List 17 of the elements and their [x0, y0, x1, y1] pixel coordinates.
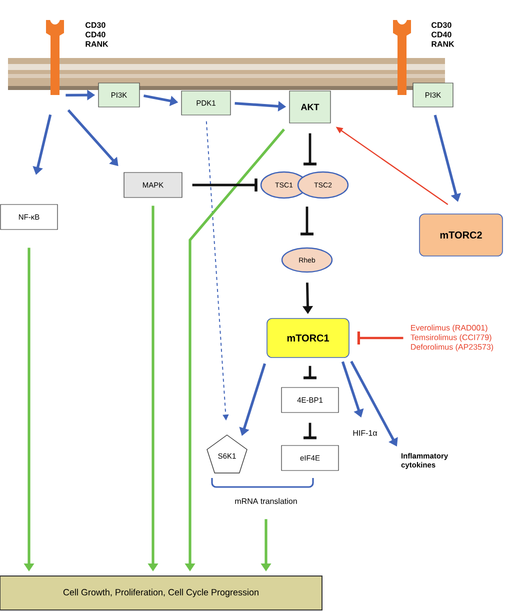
- inhibition-arrow: [304, 366, 316, 380]
- receptor-label: CD30 CD40 RANK: [86, 22, 108, 47]
- drug-list: Everolimus (RAD001) Temsirolimus (CCI779) Deforolimus (AP23573): [410, 324, 494, 352]
- protein-label: HIF-1α: [353, 430, 378, 436]
- receptor: [46, 20, 64, 95]
- receptor: [393, 20, 411, 95]
- process-label: mRNA translation: [235, 498, 297, 504]
- complex-box: mTORC2: [419, 214, 503, 256]
- inhibition-arrow: [304, 422, 316, 440]
- inhibition-arrow: [304, 133, 316, 166]
- inhibition-arrow: [192, 178, 258, 192]
- outcome-box: Cell Growth, Proliferation, Cell Cycle Progression: [0, 576, 322, 610]
- inhibition-arrow: [357, 332, 404, 344]
- receptor-label: CD30 CD40 RANK: [432, 22, 454, 47]
- complex-box: mTORC1: [266, 318, 350, 358]
- protein-box: AKT: [289, 90, 331, 124]
- inhibition-arrow: [300, 206, 314, 236]
